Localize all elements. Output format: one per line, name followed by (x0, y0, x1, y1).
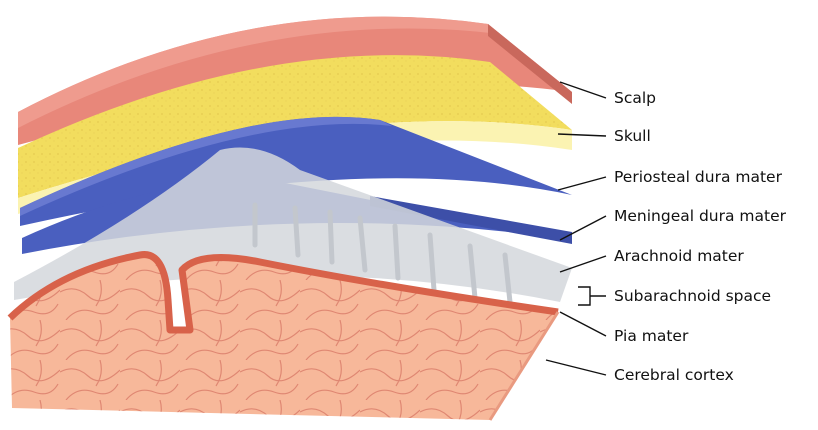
label-arachnoid-mater: Arachnoid mater (614, 247, 744, 265)
leader-lines (545, 81, 607, 376)
label-cerebral-cortex: Cerebral cortex (614, 366, 734, 384)
pia-mater-line (7, 251, 559, 334)
label-scalp: Scalp (614, 89, 656, 107)
cortex-block (7, 251, 560, 421)
labels: Scalp Skull Periosteal dura mater Mening… (614, 89, 787, 384)
label-subarachnoid-space: Subarachnoid space (614, 287, 771, 305)
label-meningeal-dura-mater: Meningeal dura mater (614, 207, 787, 225)
label-pia-mater: Pia mater (614, 327, 689, 345)
label-skull: Skull (614, 127, 651, 145)
label-periosteal-dura-mater: Periosteal dura mater (614, 168, 783, 186)
